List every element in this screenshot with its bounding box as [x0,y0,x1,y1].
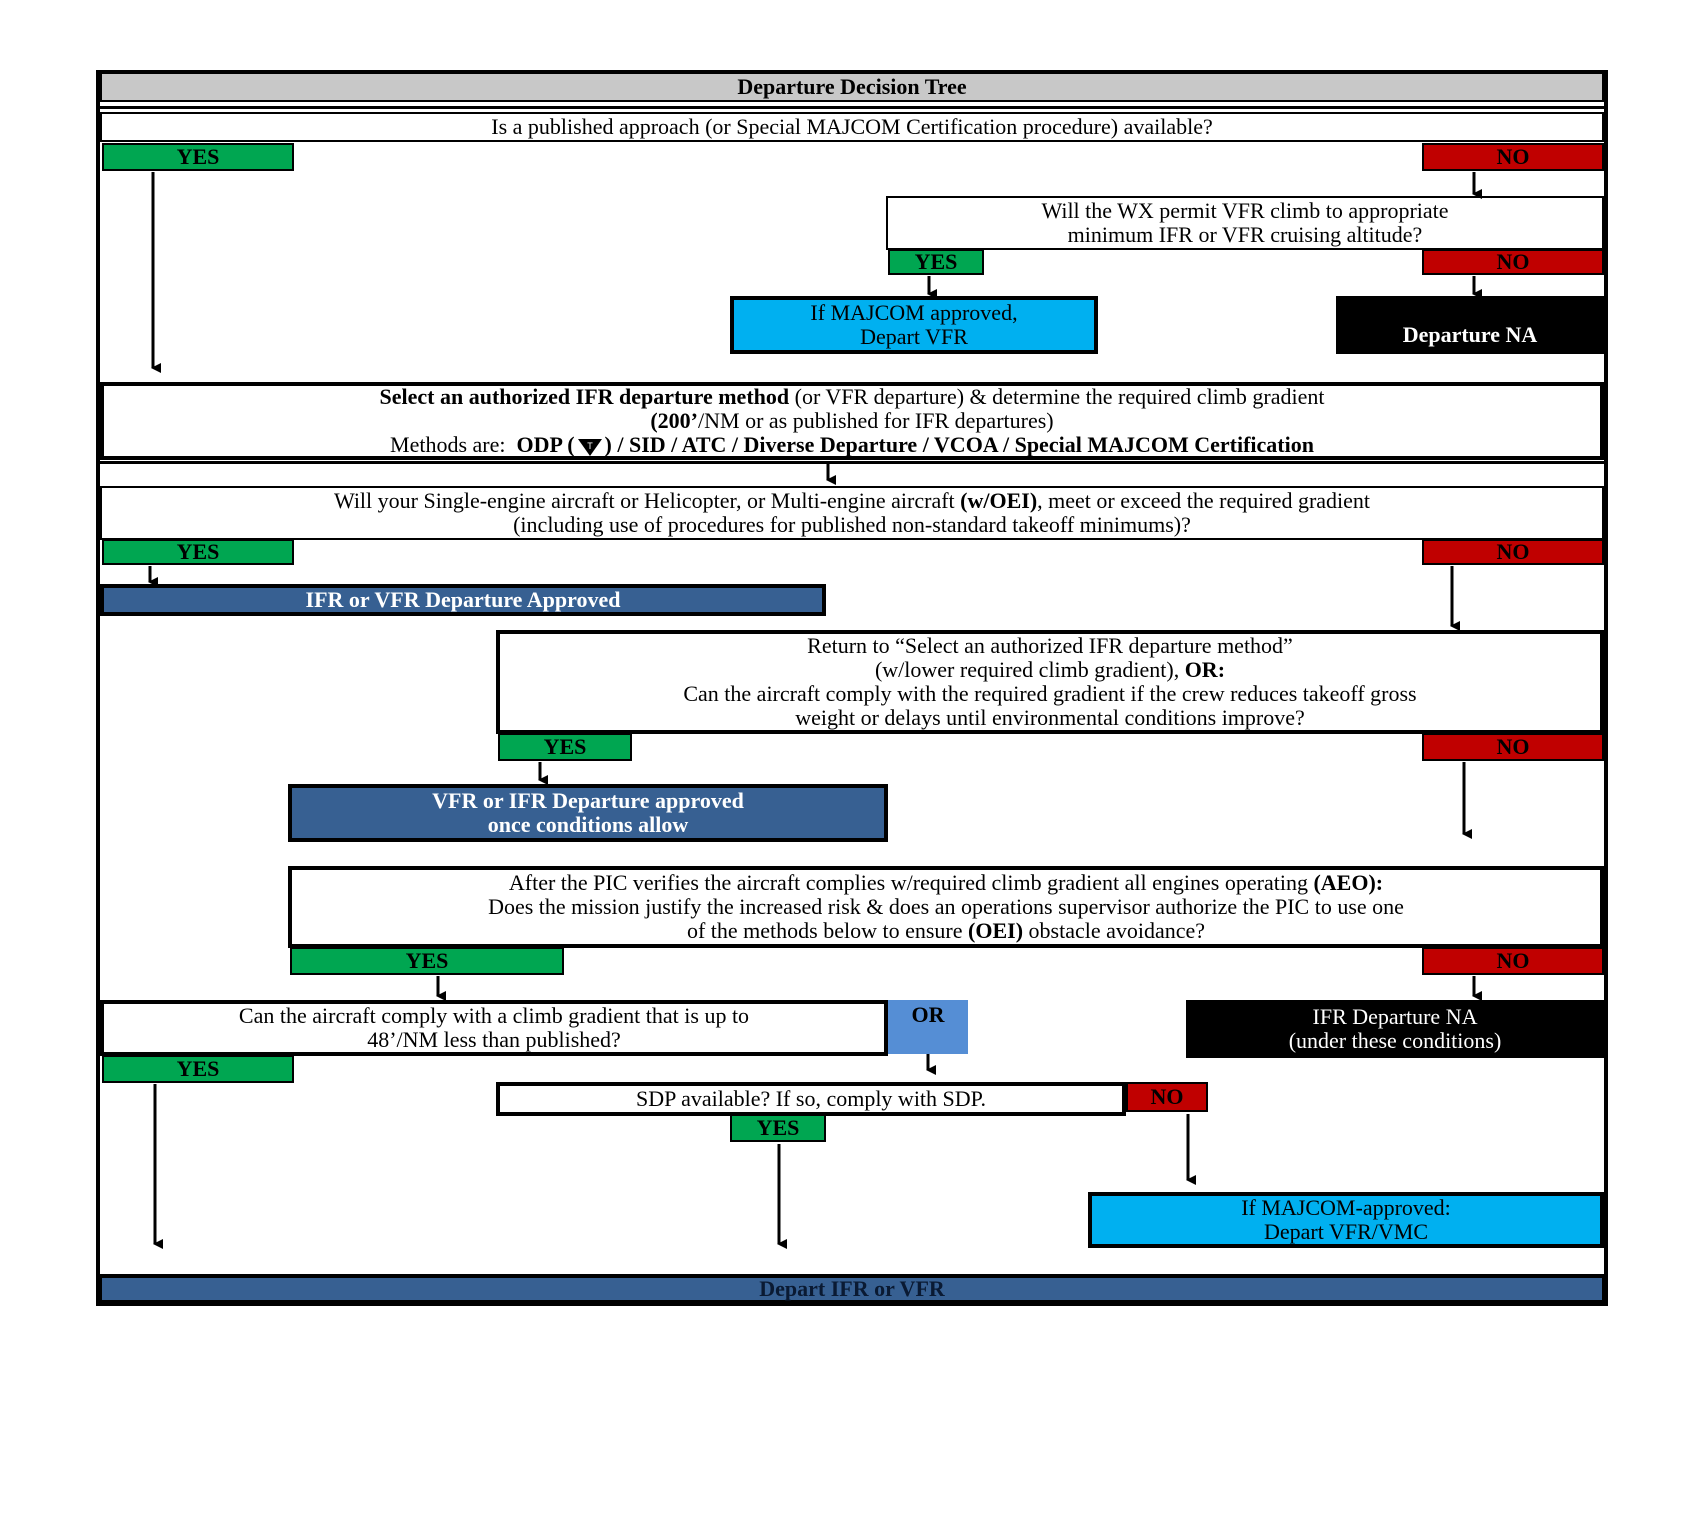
yes-label-5: YES [290,947,564,975]
bold-text: Select an authorized IFR departure metho… [379,384,790,409]
ifr-departure-na-box: IFR Departure NA (under these conditions… [1186,1000,1604,1058]
question-wx-vfr-climb: Will the WX permit VFR climb to appropri… [886,196,1604,250]
yes-label-3: YES [102,539,294,565]
yes-text: YES [756,1115,800,1140]
box-text: IFR or VFR Departure Approved [305,587,621,612]
vfr-ifr-approved-once-conditions: VFR or IFR Departure approved once condi… [288,784,888,842]
yes-label-6: YES [102,1055,294,1083]
title-text: Departure Decision Tree [737,74,967,99]
box-line: Can the aircraft comply with a climb gra… [238,1003,750,1028]
yes-text: YES [176,144,220,169]
yes-text: YES [914,249,958,274]
text: (or VFR departure) & determine the requi… [789,384,1325,409]
return-to-select-box: Return to “Select an authorized IFR depa… [496,630,1604,734]
box-line: If MAJCOM-approved: [1241,1195,1451,1220]
no-label-6: NO [1126,1082,1208,1112]
ifr-vfr-departure-approved: IFR or VFR Departure Approved [100,584,826,616]
text: After the PIC verifies the aircraft comp… [508,870,1314,895]
no-text: NO [1496,948,1530,973]
text: , meet or exceed the required gradient [1037,488,1371,513]
divider [100,106,1604,109]
bold-text: (w/OEI) [960,488,1038,513]
yes-label-2: YES [888,249,984,275]
or-label: OR [888,1000,968,1054]
return-line-2: (w/lower required climb gradient), OR: [875,658,1225,682]
text: Methods are: [390,432,517,457]
text: obstacle avoidance? [1023,918,1206,943]
no-label-1: NO [1422,143,1604,171]
no-text: NO [1496,249,1530,274]
divider [100,461,1604,464]
question-meet-gradient: Will your Single-engine aircraft or Heli… [100,486,1604,540]
diagram-title: Departure Decision Tree [100,72,1604,102]
select-line-2: (200’/NM or as published for IFR departu… [650,409,1053,433]
departure-na-box: Departure NA [1336,296,1604,354]
majcom-approved-depart-vfr-vmc: If MAJCOM-approved: Depart VFR/VMC [1088,1192,1604,1248]
box-line: If MAJCOM approved, [810,300,1018,325]
text: of the methods below to ensure [686,918,969,943]
select-departure-method: Select an authorized IFR departure metho… [100,382,1604,460]
pic-verifies-box: After the PIC verifies the aircraft comp… [288,866,1604,948]
climb-gradient-48-box: Can the aircraft comply with a climb gra… [100,1000,888,1056]
no-text: NO [1496,734,1530,759]
select-line-3: Methods are: ODP ( T) / SID / ATC / Diver… [390,433,1314,457]
question-line: Will the WX permit VFR climb to appropri… [1041,198,1449,223]
yes-label-7: YES [730,1114,826,1142]
bold-text: (OEI) [968,918,1024,943]
box-line: Can the aircraft comply with the require… [683,681,1417,706]
box-line: VFR or IFR Departure approved [432,788,744,813]
bold-text: (200’ [650,408,699,433]
or-text: OR [911,1002,945,1027]
bold-text: ODP ( [516,432,575,457]
no-text: NO [1150,1084,1184,1109]
bold-text: ) [604,432,612,457]
no-label-3: NO [1422,539,1604,565]
majcom-approved-depart-vfr: If MAJCOM approved, Depart VFR [730,296,1098,354]
yes-text: YES [176,1056,220,1081]
no-text: NO [1496,144,1530,169]
question-text: Is a published approach (or Special MAJC… [491,114,1213,139]
box-text: Departure NA [1402,322,1538,347]
box-line: Depart VFR/VMC [1264,1219,1428,1244]
sdp-available-box: SDP available? If so, comply with SDP. [496,1082,1126,1116]
q3-line-1: Will your Single-engine aircraft or Heli… [334,489,1370,513]
box-line: once conditions allow [487,812,689,837]
box-text: Depart IFR or VFR [759,1276,945,1301]
no-label-2: NO [1422,249,1604,275]
yes-text: YES [405,948,449,973]
box-line: IFR Departure NA [1312,1004,1478,1029]
yes-text: YES [543,734,587,759]
bold-text: OR: [1184,657,1226,682]
pic-line-1: After the PIC verifies the aircraft comp… [509,871,1383,895]
odp-triangle-icon: T [577,438,602,456]
box-line: weight or delays until environmental con… [795,705,1305,730]
no-label-5: NO [1422,947,1604,975]
text: /NM or as published for IFR departures) [698,408,1054,433]
yes-label-1: YES [102,143,294,171]
bold-text: / SID / ATC / Diverse Departure / VCOA /… [611,432,1314,457]
text: (w/lower required climb gradient), [874,657,1185,682]
depart-ifr-or-vfr: Depart IFR or VFR [98,1274,1606,1304]
box-line: 48’/NM less than published? [367,1027,621,1052]
box-line: Does the mission justify the increased r… [488,894,1404,919]
pic-line-3: of the methods below to ensure (OEI) obs… [687,919,1205,943]
bold-text: (AEO): [1313,870,1384,895]
no-text: NO [1496,539,1530,564]
box-line: Return to “Select an authorized IFR depa… [807,633,1293,658]
no-label-4: NO [1422,733,1604,761]
decision-tree-frame [96,70,1608,1306]
yes-text: YES [176,539,220,564]
question-line: minimum IFR or VFR cruising altitude? [1067,222,1423,247]
box-line: (under these conditions) [1288,1028,1502,1053]
question-approach-available: Is a published approach (or Special MAJC… [100,112,1604,142]
box-line: Depart VFR [860,324,968,349]
select-line-1: Select an authorized IFR departure metho… [380,385,1325,409]
question-line: (including use of procedures for publish… [513,512,1191,537]
yes-label-4: YES [498,733,632,761]
text: Will your Single-engine aircraft or Heli… [333,488,961,513]
svg-text:T: T [587,441,593,451]
box-text: SDP available? If so, comply with SDP. [636,1086,986,1111]
